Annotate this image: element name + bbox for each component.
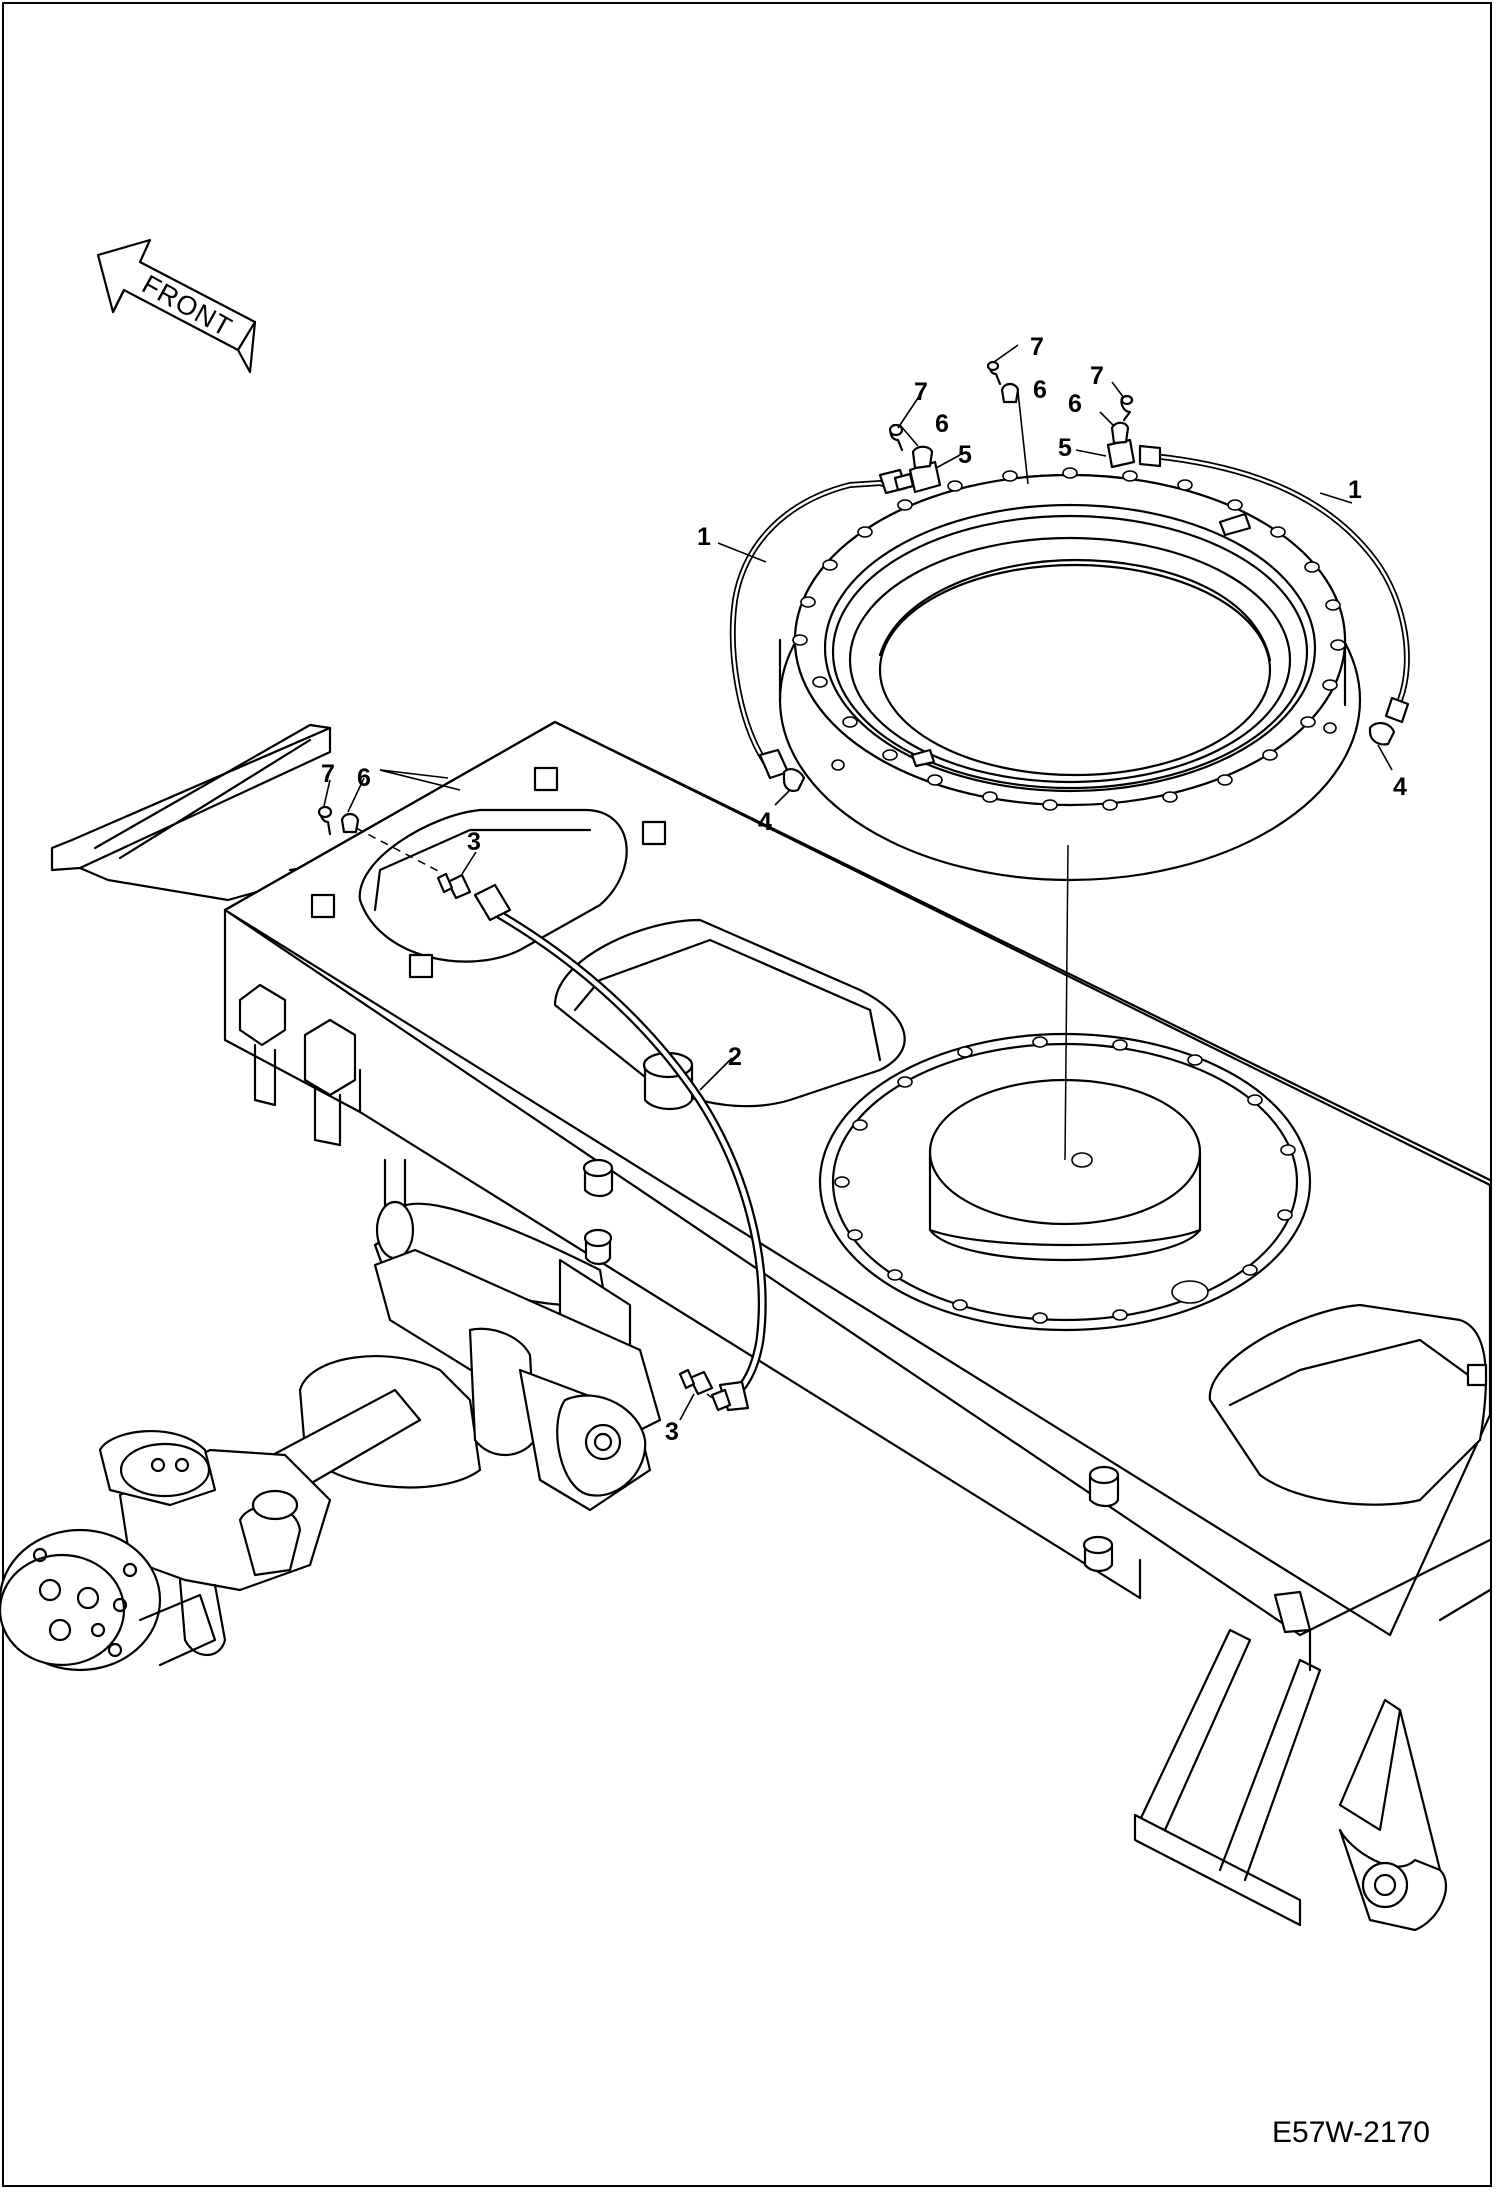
fitting-lower <box>678 1368 714 1396</box>
front-arrow: FRONT <box>96 238 257 374</box>
callout-5-right: 5 <box>1058 434 1072 462</box>
callout-6-top: 6 <box>1033 376 1047 404</box>
callout-3-lower: 3 <box>665 1418 679 1446</box>
callout-7-top: 7 <box>1030 333 1044 361</box>
drawing-code: E57W-2170 <box>1272 2116 1430 2149</box>
front-axle <box>0 1158 662 1672</box>
fitting-upper <box>436 872 472 900</box>
callout-4-right: 4 <box>1393 773 1407 801</box>
leader-lines <box>323 344 1393 1421</box>
nipple-frame <box>317 805 441 873</box>
callout-7-left: 7 <box>914 378 928 406</box>
callout-2: 2 <box>728 1043 742 1071</box>
callout-labels: 1 1 2 3 3 4 4 5 5 6 6 6 6 7 7 7 7 <box>321 333 1407 1446</box>
tee-right <box>1106 394 1136 469</box>
callout-1-right: 1 <box>1348 476 1362 504</box>
callout-6-right: 6 <box>1068 390 1082 418</box>
callout-7-frame: 7 <box>321 760 335 788</box>
nipple-top <box>986 360 1020 404</box>
grease-pipe-left <box>729 468 908 792</box>
callout-6-left: 6 <box>935 410 949 438</box>
callout-1-left: 1 <box>697 523 711 551</box>
callout-7-right: 7 <box>1090 362 1104 390</box>
chassis-frame <box>50 720 1492 1932</box>
callout-4-left: 4 <box>758 808 772 836</box>
callout-6-frame: 6 <box>357 764 371 792</box>
grease-pipe-right <box>1138 444 1410 746</box>
swing-bearing <box>778 467 1362 1324</box>
tee-left <box>888 423 942 494</box>
grease-hose <box>473 883 767 1412</box>
callout-3-upper: 3 <box>467 828 481 856</box>
callout-5-left: 5 <box>958 441 972 469</box>
